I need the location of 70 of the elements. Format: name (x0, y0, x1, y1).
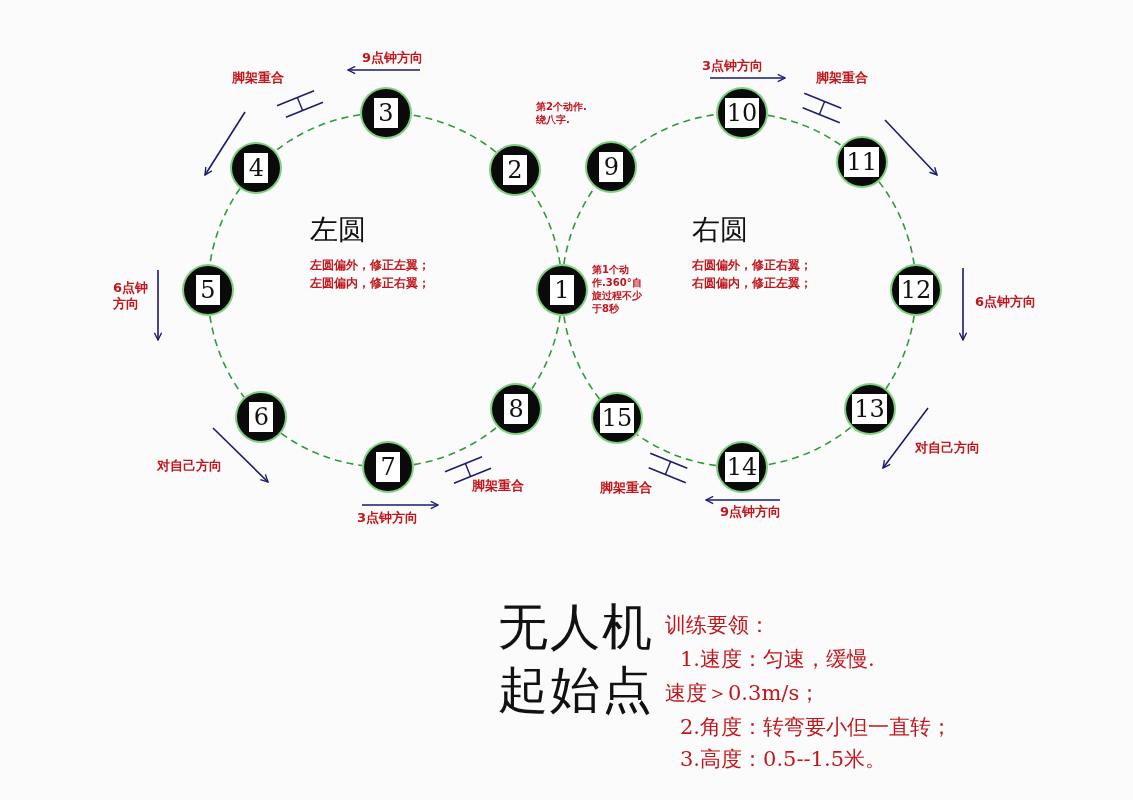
waypoint-circle (845, 385, 894, 434)
waypoint-circle (718, 442, 767, 491)
waypoint-number: 15 (599, 403, 635, 434)
waypoint-circle (364, 442, 413, 491)
waypoint-number: 9 (599, 152, 624, 183)
waypoint-number: 12 (898, 275, 934, 305)
direction-label: 对自己方向 (915, 440, 980, 457)
waypoint-circle (717, 89, 766, 137)
dashed-flight-path (530, 189, 561, 265)
waypoint-number: 4 (244, 153, 269, 184)
waypoint-number: 2 (502, 154, 527, 185)
waypoint-number: 6 (249, 401, 274, 432)
training-point: 2.角度：转弯要小但一直转； (680, 714, 953, 741)
waypoint-circle (892, 266, 940, 314)
direction-label: 3点钟方向 (357, 510, 419, 527)
dashed-flight-path (531, 315, 561, 390)
training-point: 速度＞0.3m/s； (665, 680, 821, 707)
direction-label: 9点钟方向 (362, 50, 424, 67)
waypoint-circle (837, 138, 886, 187)
waypoint-number: 5 (196, 275, 220, 305)
correction-note: 右圆偏内，修正左翼； (692, 276, 812, 291)
correction-note: 右圆偏外，修正右翼； (692, 258, 812, 273)
dashed-flight-path (280, 432, 363, 467)
waypoint-circle (538, 266, 586, 314)
training-point: 3.高度：0.5--1.5米。 (680, 746, 887, 773)
waypoint-circle (490, 145, 539, 194)
tripod-note: 脚架重合 (600, 480, 652, 497)
direction-label: 9点钟方向 (720, 504, 782, 521)
dashed-flight-path (767, 114, 843, 147)
waypoint-circle (587, 143, 636, 192)
direction-label: 6点钟方向 (113, 280, 150, 313)
training-heading: 训练要领： (665, 612, 770, 639)
correction-note: 左圆偏内，修正右翼； (310, 276, 430, 291)
waypoint-circle (232, 144, 281, 193)
dashed-flight-path (413, 426, 499, 466)
circle-title: 右圆 (692, 212, 748, 247)
direction-label: 6点钟方向 (975, 294, 1037, 311)
waypoint-circle (184, 266, 232, 314)
tripod-note: 脚架重合 (472, 478, 524, 495)
dashed-flight-path (636, 433, 717, 467)
waypoint-number: 10 (724, 98, 760, 128)
start-point-title: 无人机起始点 (498, 597, 655, 721)
waypoint-circle (492, 384, 541, 433)
action-note: 第1个动作.360°自旋过程不少于8秒 (592, 263, 643, 315)
circle-title: 左圆 (310, 212, 366, 247)
direction-label: 对自己方向 (157, 458, 222, 475)
tripod-note: 脚架重合 (232, 70, 284, 87)
tripod-note: 脚架重合 (816, 70, 868, 87)
dashed-flight-path (629, 113, 717, 151)
dashed-flight-path (411, 114, 497, 153)
waypoint-number: 14 (724, 451, 760, 482)
waypoint-number: 3 (373, 98, 398, 128)
dashed-flight-path (274, 113, 361, 152)
waypoint-number: 8 (504, 393, 529, 424)
correction-note: 左圆偏外，修正左翼； (310, 258, 430, 273)
training-point: 1.速度：匀速，缓慢. (680, 646, 875, 673)
waypoint-circle (361, 89, 410, 137)
dashed-flight-path (878, 180, 915, 265)
dashed-flight-path (563, 315, 601, 400)
waypoint-circle (592, 394, 641, 443)
dashed-flight-path (767, 426, 852, 466)
direction-label: 3点钟方向 (702, 58, 764, 75)
waypoint-number: 11 (844, 147, 879, 178)
waypoint-number: 7 (376, 451, 401, 482)
waypoint-number: 13 (852, 394, 887, 425)
dashed-flight-path (884, 315, 915, 390)
waypoint-number: 1 (550, 275, 574, 305)
action-note: 第2个动作.绕八字. (536, 100, 588, 126)
waypoint-circle (237, 392, 286, 441)
dashed-flight-path (209, 315, 245, 398)
